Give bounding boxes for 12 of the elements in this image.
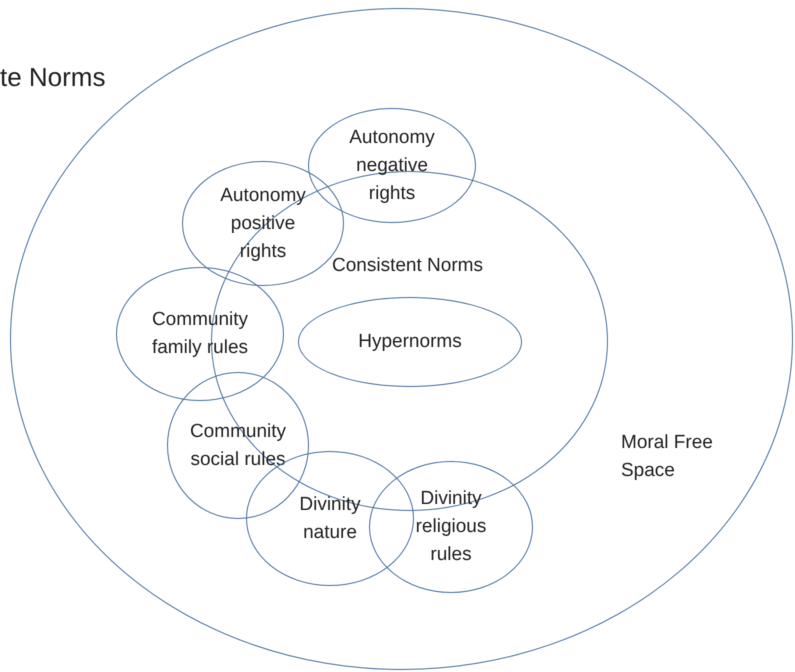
region-label: Autonomy negative rights [348, 126, 436, 206]
heading-text: te Norms [0, 61, 106, 94]
ellipse-region [308, 108, 476, 223]
region-label: Moral Free Space [621, 431, 714, 483]
region-label: Divinity nature [298, 492, 362, 544]
ellipse-region [116, 267, 284, 401]
ellipse-region [298, 297, 522, 387]
region-label: Consistent Norms [332, 254, 484, 278]
region-label: Hypernorms [357, 330, 463, 354]
region-label: Divinity religious rules [414, 487, 488, 567]
ellipse-region [369, 461, 533, 593]
ellipse-region [246, 451, 414, 586]
